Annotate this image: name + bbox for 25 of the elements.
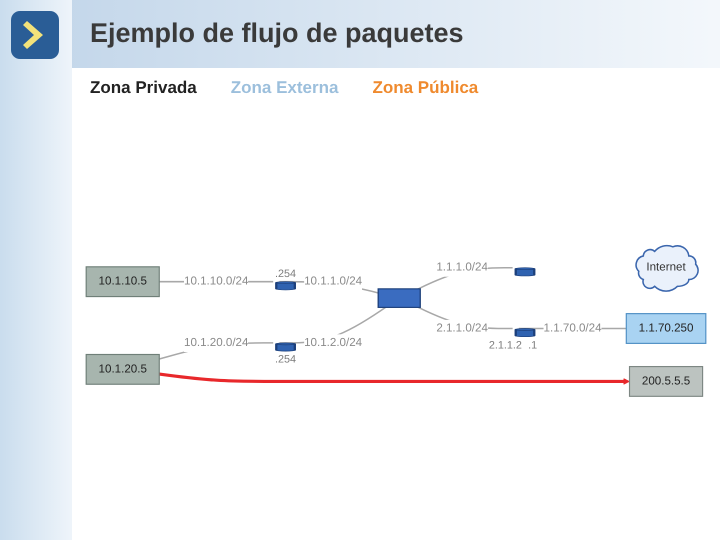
node-cylinder	[276, 342, 296, 352]
slide-title: Ejemplo de flujo de paquetes	[90, 18, 464, 49]
node-cylinder	[515, 328, 535, 338]
arrow	[159, 372, 630, 385]
node-box: 200.5.5.5	[628, 366, 704, 397]
node-cylinder	[515, 267, 535, 277]
ip-label: .254	[275, 268, 296, 280]
ip-label: .254	[275, 354, 296, 366]
node-cylinder	[276, 281, 296, 291]
ip-label: .1	[528, 339, 538, 352]
node-box: 10.1.10.5	[86, 266, 160, 298]
ip-label: 2.1.1.2	[488, 339, 522, 352]
edge-label: 10.1.10.0/24	[184, 274, 248, 288]
node-box: 10.1.20.5	[86, 354, 160, 385]
node-box	[378, 288, 421, 308]
edge-label: 2.1.1.0/24	[436, 321, 488, 334]
edge-label: 10.1.20.0/24	[184, 336, 248, 349]
zone-label: Zona Pública	[372, 78, 478, 98]
edge-label: 1.1.1.0/24	[436, 260, 488, 274]
edge-label: 10.1.1.0/24	[304, 274, 362, 288]
edge-label: 10.1.2.0/24	[304, 336, 362, 349]
edge-label: 1.1.70.0/24	[544, 321, 602, 334]
zone-label: Zona Privada	[90, 78, 197, 98]
node-box: 1.1.70.250	[626, 313, 706, 344]
zone-label: Zona Externa	[230, 78, 338, 98]
